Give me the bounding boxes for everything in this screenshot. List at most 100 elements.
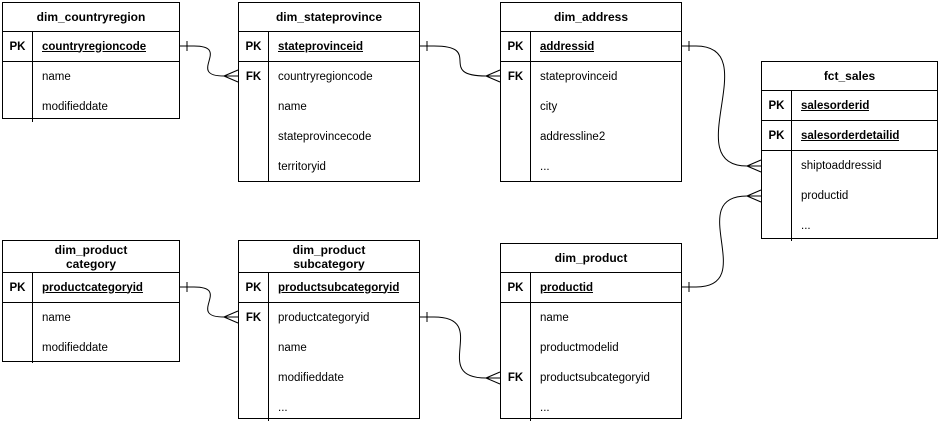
key-badge-empty	[501, 303, 530, 333]
crowfoot-lower	[485, 75, 501, 83]
key-badge-pk: PK	[501, 273, 531, 302]
key-badge-empty	[762, 181, 791, 211]
relationship-curve	[695, 45, 748, 167]
relationship-curve	[695, 195, 748, 288]
key-badge-pk: PK	[501, 32, 531, 61]
field-key-column	[762, 151, 792, 241]
field-name-salesorderdetailid: salesorderdetailid	[801, 129, 900, 142]
field-key-column: FK	[501, 62, 531, 182]
relationship-address-to-fctsales[interactable]	[682, 41, 762, 173]
relationship-countryregion-to-stateprovince[interactable]	[180, 41, 239, 83]
crowfoot-lower	[746, 165, 762, 173]
key-badge-empty	[3, 333, 32, 363]
relationship-curve	[193, 45, 225, 77]
relationship-stateprovince-to-address[interactable]	[420, 41, 501, 83]
relationship-curve	[433, 45, 487, 77]
key-row-dim_product-productid[interactable]: PK productid	[501, 273, 681, 303]
crowfoot-upper	[223, 69, 239, 77]
key-badge-pk: PK	[3, 273, 33, 302]
field-name-addressline2: addressline2	[540, 131, 606, 143]
entity-title-dim_productsubcategory: dim_product subcategory	[239, 241, 419, 273]
key-badge-empty	[762, 151, 791, 181]
key-row-dim_productsubcategory-productsubcategoryid[interactable]: PK productsubcategoryid	[239, 273, 419, 303]
field-name-salesorderid: salesorderid	[801, 99, 870, 112]
key-badge-empty	[501, 393, 530, 421]
relationship-product-to-fctsales[interactable]	[682, 189, 762, 292]
field-name-ellipsis: ...	[540, 161, 550, 173]
field-key-column	[3, 62, 33, 122]
field-name-productid: productid	[801, 190, 849, 202]
crowfoot-upper	[746, 159, 762, 167]
key-badge-empty	[239, 363, 268, 393]
field-name-productcategoryid: productcategoryid	[278, 312, 370, 324]
key-badge-empty	[3, 303, 32, 333]
crowfoot-upper	[485, 371, 501, 379]
field-list-dim_stateprovince: FK countryregioncode name stateprovincecode…	[239, 62, 419, 182]
key-badge-empty	[501, 92, 530, 122]
field-key-column: FK	[239, 62, 269, 182]
key-badge-empty	[501, 152, 530, 182]
key-badge-empty	[501, 122, 530, 152]
field-name-stateprovinceid: stateprovinceid	[540, 71, 618, 83]
entity-title-dim_countryregion: dim_countryregion	[3, 3, 179, 32]
field-name-stateprovincecode: stateprovincecode	[278, 131, 372, 143]
entity-title-dim_stateprovince: dim_stateprovince	[239, 3, 419, 32]
field-name-productsubcategoryid: productsubcategoryid	[540, 372, 650, 384]
crowfoot-upper	[223, 310, 239, 318]
key-badge-empty	[239, 393, 268, 421]
crowfoot-lower	[223, 75, 239, 83]
field-name-ellipsis: ...	[801, 220, 811, 232]
key-badge-fk: FK	[507, 372, 524, 384]
field-name-modifieddate: modifieddate	[42, 342, 108, 354]
field-name-productid: productid	[540, 281, 594, 294]
field-name-countryregioncode: countryregioncode	[278, 71, 373, 83]
field-name-productsubcategoryid: productsubcategoryid	[278, 281, 400, 294]
entity-title-dim_productcategory: dim_product category	[3, 241, 179, 273]
key-badge-empty	[501, 333, 530, 363]
field-name-city: city	[540, 101, 558, 113]
key-badge-empty	[762, 211, 791, 241]
relationship-subcategory-to-product[interactable]	[420, 312, 501, 385]
key-badge-pk: PK	[3, 32, 33, 61]
field-name-name: name	[42, 71, 71, 83]
entity-title-dim_address: dim_address	[501, 3, 681, 32]
crowfoot-lower	[746, 195, 762, 203]
key-badge-pk: PK	[239, 273, 269, 302]
key-badge-empty	[3, 92, 32, 122]
field-list-dim_address: FK stateprovinceid city addressline2...	[501, 62, 681, 182]
relationship-productcategory-to-subcategory[interactable]	[180, 282, 239, 324]
field-name-name: name	[278, 101, 307, 113]
field-name-modifieddate: modifieddate	[42, 101, 108, 113]
crowfoot-lower	[485, 377, 501, 385]
key-badge-fk: FK	[245, 71, 262, 83]
crowfoot-upper	[485, 69, 501, 77]
key-badge-empty	[3, 62, 32, 92]
field-name-territoryid: territoryid	[278, 161, 326, 173]
field-key-column: FK	[239, 303, 269, 421]
entity-title-dim_product: dim_product	[501, 244, 681, 273]
entity-title-fct_sales: fct_sales	[762, 62, 937, 91]
crowfoot-lower	[223, 316, 239, 324]
field-name-modifieddate: modifieddate	[278, 372, 344, 384]
crowfoot-upper	[746, 189, 762, 197]
field-key-column	[3, 303, 33, 363]
